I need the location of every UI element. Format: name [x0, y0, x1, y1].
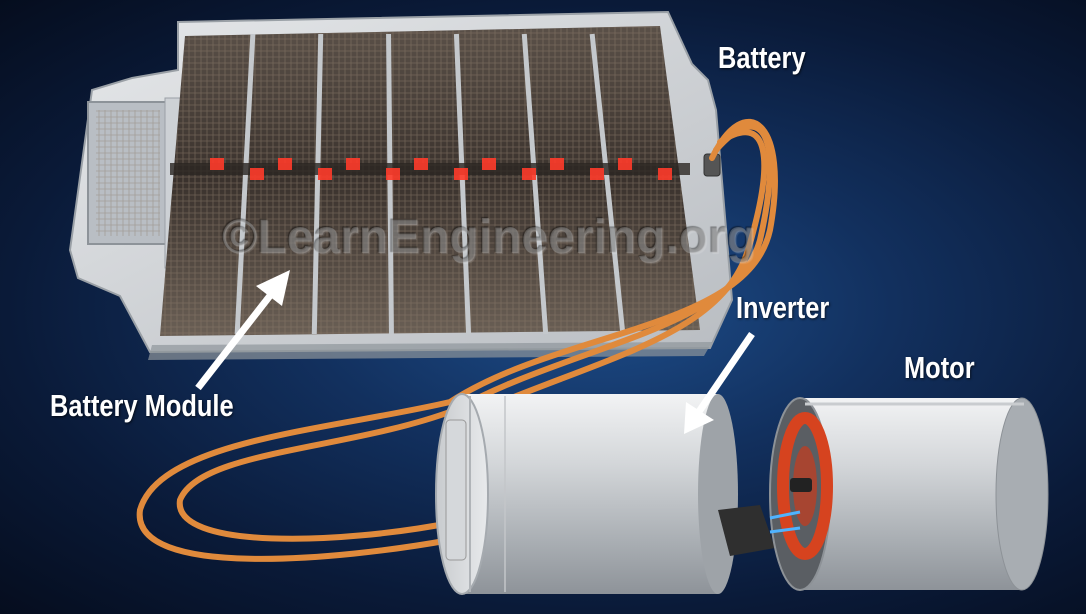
busbar-glow [318, 168, 332, 180]
label-battery: Battery [718, 40, 806, 75]
busbar-glow [658, 168, 672, 180]
rotor-shaft [790, 478, 812, 492]
module-divider [234, 33, 256, 335]
busbar-glow [454, 168, 468, 180]
arrow-battery-module [195, 270, 290, 391]
module-divider [521, 33, 549, 335]
watermark: ©LearnEngineering.org [222, 211, 757, 264]
label-inverter: Inverter [736, 290, 830, 325]
module-divider [386, 33, 394, 335]
busbar-glow [590, 168, 604, 180]
module-grid [160, 26, 700, 336]
busbar-glow [210, 158, 224, 170]
motor-unit [769, 397, 1049, 591]
busbar-glow [278, 158, 292, 170]
busbar-glow [386, 168, 400, 180]
arrow-inverter [684, 332, 755, 434]
busbar-glow [522, 168, 536, 180]
busbar-glow [482, 158, 496, 170]
label-motor: Motor [904, 350, 975, 385]
module-divider [589, 33, 626, 335]
label-battery-module: Battery Module [50, 388, 234, 423]
battery-pack [68, 10, 734, 360]
busbar-glow [346, 158, 360, 170]
inverter-terminal-block [718, 505, 775, 556]
cable-3 [457, 129, 768, 423]
module-divider [311, 33, 324, 335]
busbar-glow [550, 158, 564, 170]
cable-1 [136, 118, 778, 562]
busbar-glow [618, 158, 632, 170]
busbar-glow [414, 158, 428, 170]
callout-arrows [195, 270, 755, 434]
module-divider [453, 33, 472, 335]
inverter-unit [435, 393, 775, 595]
busbar-glow [250, 168, 264, 180]
stator-winding [777, 412, 833, 560]
